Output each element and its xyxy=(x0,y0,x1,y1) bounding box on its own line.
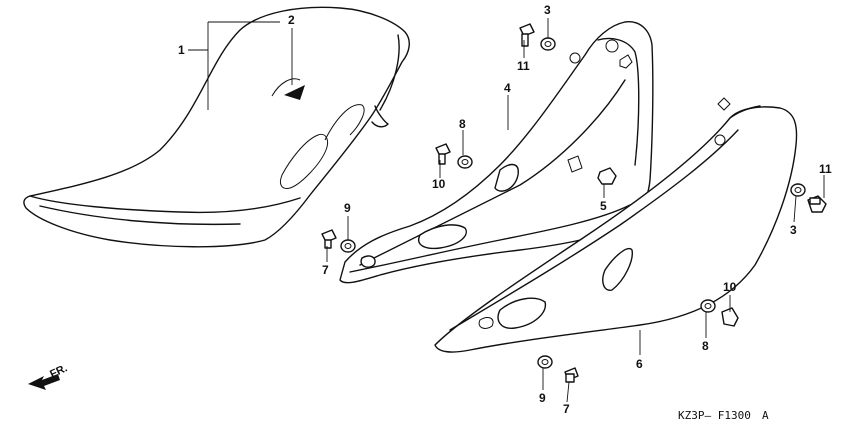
callout-3: 3 xyxy=(544,3,551,17)
drawing-code: KZ3P– F1300 xyxy=(678,409,751,422)
callout-10b: 10 xyxy=(723,280,737,294)
callout-5: 5 xyxy=(600,199,607,213)
leader-lines xyxy=(188,18,825,403)
side-cover xyxy=(434,97,798,353)
callout-7: 7 xyxy=(322,263,329,277)
callout-10: 10 xyxy=(432,177,446,191)
callout-8: 8 xyxy=(459,117,466,131)
callout-7b: 7 xyxy=(563,402,570,416)
callout-1: 1 xyxy=(178,43,185,57)
callout-2: 2 xyxy=(288,13,295,27)
callout-11: 11 xyxy=(517,59,530,73)
side-cover-bracket xyxy=(339,21,654,284)
front-arrow-icon xyxy=(28,374,60,390)
callout-9: 9 xyxy=(344,201,351,215)
callout-labels: 1 2 3 4 5 6 7 8 9 10 11 3 7 8 9 10 11 xyxy=(178,3,832,416)
drawing-revision: A xyxy=(762,409,769,422)
callout-9b: 9 xyxy=(539,391,546,405)
callout-4: 4 xyxy=(504,81,511,95)
front-label: FR. xyxy=(48,362,69,380)
front-direction-marker: FR. xyxy=(28,362,69,390)
fasteners xyxy=(321,23,827,383)
callout-6: 6 xyxy=(636,357,643,371)
callout-8b: 8 xyxy=(702,339,709,353)
callout-11b: 11 xyxy=(819,162,832,176)
callout-3b: 3 xyxy=(790,223,797,237)
seat xyxy=(23,6,410,248)
